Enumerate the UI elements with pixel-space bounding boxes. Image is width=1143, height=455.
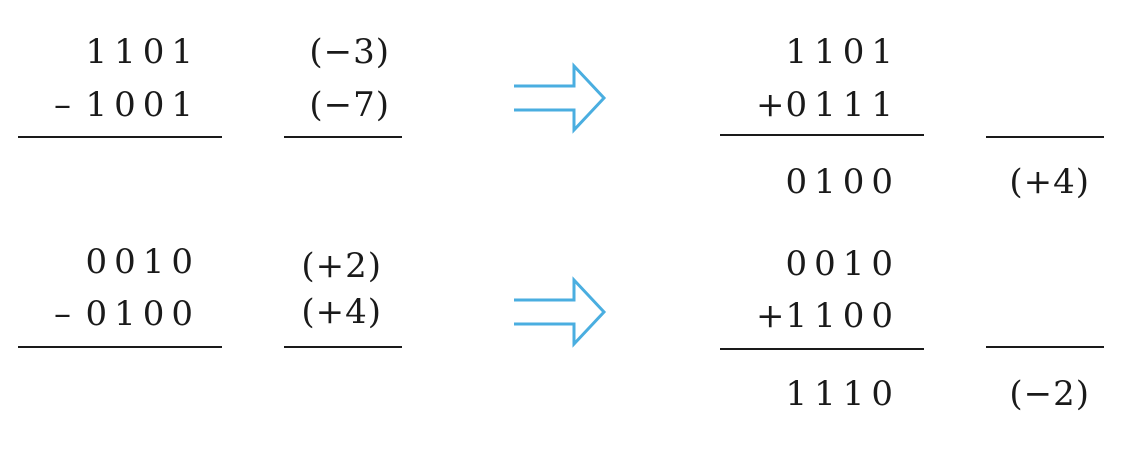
p2-subtrahend-decimal: (+4) (301, 292, 382, 332)
p1-result-decimal: (+4) (1009, 162, 1090, 202)
p2-left-rule (18, 346, 222, 348)
p1-double-arrow-icon (514, 62, 607, 134)
p2-plus-sign: + (756, 296, 792, 336)
p1-left-rule (18, 136, 222, 138)
p2-sum-rule (720, 348, 924, 350)
p2-double-arrow-icon (514, 276, 607, 348)
p1-minuend-decimal: (−3) (309, 32, 390, 72)
p2-minuend-decimal: (+2) (301, 246, 382, 286)
p2-minuend: 0010 (85, 242, 200, 282)
p1-sum-rule (720, 134, 924, 136)
p1-result: 0100 (785, 162, 900, 202)
p1-minuend: 1101 (85, 32, 200, 72)
p1-subtrahend-decimal: (−7) (309, 85, 390, 125)
p1-minus-sign: – (54, 85, 78, 125)
p2-result-decimal: (−2) (1009, 374, 1090, 414)
p1-addend-top: 1101 (785, 32, 900, 72)
p1-plus-sign: + (756, 85, 792, 125)
p1-decimal-rule (284, 136, 402, 138)
p2-minus-sign: – (54, 294, 78, 334)
p2-addend-bottom: 1100 (785, 296, 900, 336)
p1-addend-bottom: 0111 (785, 85, 900, 125)
p2-result: 1110 (785, 374, 900, 414)
p2-result-decimal-rule (986, 346, 1104, 348)
p2-decimal-rule (284, 346, 402, 348)
p1-subtrahend: 1001 (85, 85, 200, 125)
p2-addend-top: 0010 (785, 244, 900, 284)
p1-result-decimal-rule (986, 136, 1104, 138)
p2-subtrahend: 0100 (85, 294, 200, 334)
